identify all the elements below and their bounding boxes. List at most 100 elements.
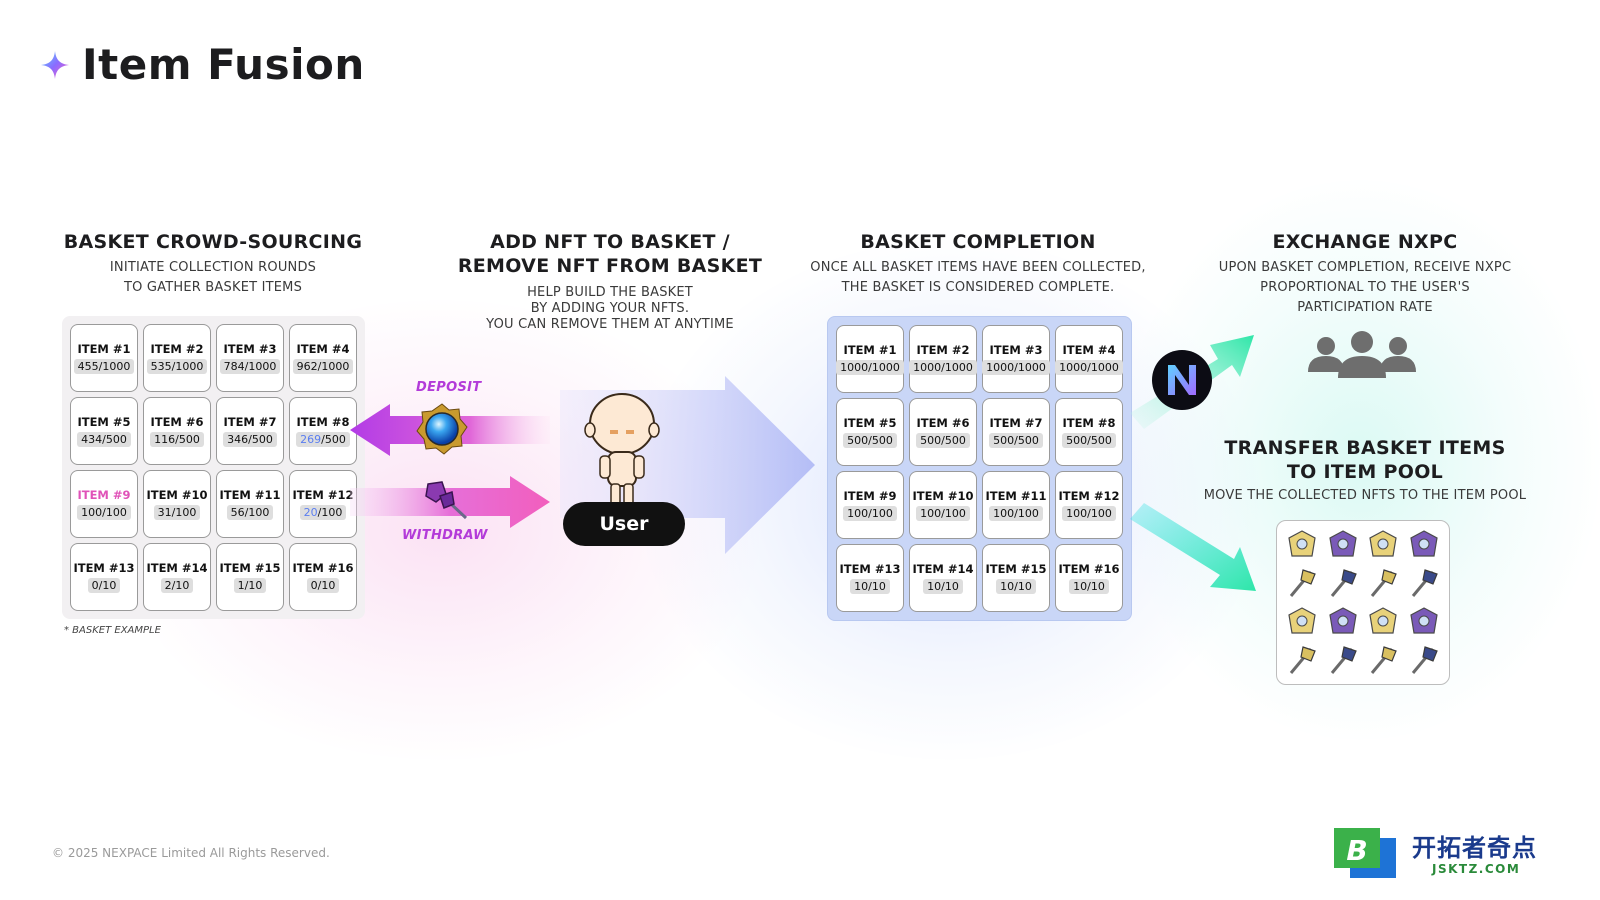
transfer-arrow: [1130, 503, 1256, 591]
item-count: 500/500: [989, 433, 1043, 448]
item-count: 116/500: [150, 432, 204, 447]
item-count: 20/100: [299, 505, 347, 520]
withdraw-label: WITHDRAW: [402, 528, 488, 543]
item-label: ITEM #15: [219, 561, 281, 575]
item-label: ITEM #6: [150, 415, 204, 429]
basket-cell: ITEM #1 455/1000: [70, 324, 138, 392]
pool-item-icon: [1405, 642, 1444, 678]
basket-cell: ITEM #6 500/500: [909, 398, 977, 466]
add-remove-subtitle: HELP BUILD THE BASKET BY ADDING YOUR NFT…: [440, 285, 780, 333]
item-count-total: 500: [324, 433, 346, 446]
pool-item-icon: [1324, 527, 1363, 563]
crowdsourcing-subtitle: INITIATE COLLECTION ROUNDS TO GATHER BAS…: [52, 258, 374, 298]
item-count: 500/500: [916, 433, 970, 448]
transfer-heading-line: TRANSFER BASKET ITEMS: [1224, 437, 1506, 459]
item-label: ITEM #6: [916, 416, 970, 430]
item-label: ITEM #10: [912, 489, 974, 503]
item-count-separator: /: [321, 433, 325, 446]
pool-item-icon: [1283, 604, 1322, 640]
item-count: 100/100: [1062, 506, 1116, 521]
page-header: Item Fusion: [40, 40, 365, 89]
item-count: 31/100: [153, 505, 201, 520]
item-label: ITEM #4: [1062, 343, 1116, 357]
item-label: ITEM #1: [77, 342, 131, 356]
item-count: 346/500: [223, 432, 277, 447]
item-label: ITEM #3: [223, 342, 277, 356]
item-count: 434/500: [77, 432, 131, 447]
user-label-pill: User: [563, 502, 685, 546]
item-label: ITEM #3: [989, 343, 1043, 357]
pool-item-icon: [1364, 527, 1403, 563]
item-count: 56/100: [226, 505, 274, 520]
exchange-subtitle-line: PARTICIPATION RATE: [1297, 300, 1433, 315]
item-count: 100/100: [989, 506, 1043, 521]
item-label: ITEM #5: [77, 415, 131, 429]
item-count: 962/1000: [292, 359, 354, 374]
basket-cell: ITEM #4 962/1000: [289, 324, 357, 392]
item-count: 10/10: [923, 579, 963, 594]
add-remove-heading: ADD NFT TO BASKET / REMOVE NFT FROM BASK…: [440, 230, 780, 278]
item-label: ITEM #14: [146, 561, 208, 575]
deposit-gem-icon: [416, 403, 468, 455]
crowdsourcing-heading: BASKET CROWD-SOURCING: [63, 231, 363, 253]
brand-domain: JSKTZ.COM: [1432, 862, 1521, 876]
basket-cell: ITEM #13 0/10: [70, 543, 138, 611]
item-label: ITEM #16: [292, 561, 354, 575]
pool-item-icon: [1283, 527, 1322, 563]
item-count: 0/10: [87, 578, 121, 593]
item-count: 10/10: [850, 579, 890, 594]
basket-cell: ITEM #14 2/10: [143, 543, 211, 611]
exchange-subtitle: UPON BASKET COMPLETION, RECEIVE NXPC PRO…: [1200, 258, 1530, 318]
sparkle-icon: [41, 50, 69, 79]
item-label: ITEM #8: [296, 415, 350, 429]
item-count: 0/10: [306, 578, 340, 593]
basket-cell: ITEM #5 434/500: [70, 397, 138, 465]
item-label: ITEM #4: [296, 342, 350, 356]
basket-cell: ITEM #14 10/10: [909, 544, 977, 612]
basket-cell: ITEM #11 56/100: [216, 470, 284, 538]
item-pool-icon: [1276, 520, 1450, 685]
add-remove-heading-line: ADD NFT TO BASKET /: [490, 231, 730, 253]
item-count: 500/500: [843, 433, 897, 448]
item-count: 100/100: [77, 505, 131, 520]
item-count: 455/1000: [73, 359, 135, 374]
nxpc-logo-icon: [1152, 350, 1212, 410]
item-label: ITEM #5: [843, 416, 897, 430]
completion-subtitle-line: ONCE ALL BASKET ITEMS HAVE BEEN COLLECTE…: [810, 260, 1146, 275]
basket-cell: ITEM #5 500/500: [836, 398, 904, 466]
item-label: ITEM #11: [219, 488, 281, 502]
item-count: 269/500: [296, 432, 350, 447]
item-label: ITEM #16: [1058, 562, 1120, 576]
copyright-footer: © 2025 NEXPACE Limited All Rights Reserv…: [52, 846, 330, 860]
exchange-heading: EXCHANGE NXPC: [1272, 231, 1458, 253]
brand-logo: B: [1334, 828, 1396, 878]
page-title: Item Fusion: [82, 40, 365, 89]
pool-item-icon: [1364, 604, 1403, 640]
exchange-subtitle-line: PROPORTIONAL TO THE USER'S: [1260, 280, 1470, 295]
item-label: ITEM #11: [985, 489, 1047, 503]
brand-name: 开拓者奇点: [1412, 834, 1537, 862]
item-count: 1/10: [233, 578, 267, 593]
transfer-heading-line: TO ITEM POOL: [1286, 461, 1444, 483]
item-count: 2/10: [160, 578, 194, 593]
pool-item-icon: [1405, 565, 1444, 601]
item-label: ITEM #14: [912, 562, 974, 576]
pool-item-icon: [1283, 565, 1322, 601]
brand-logo-letter: B: [1346, 834, 1367, 867]
item-label: ITEM #13: [73, 561, 135, 575]
item-label: ITEM #15: [985, 562, 1047, 576]
